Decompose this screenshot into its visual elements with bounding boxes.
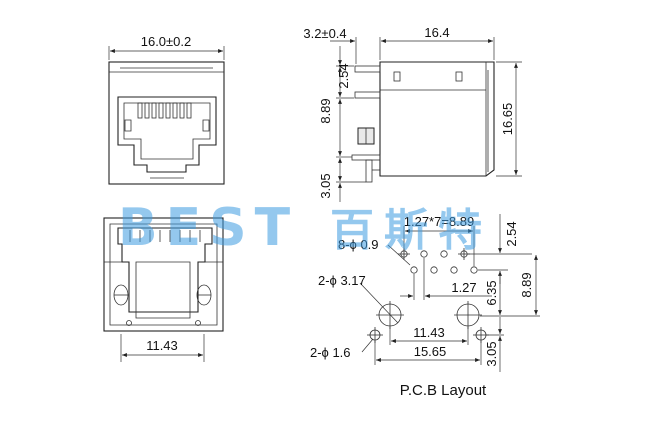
pcb-top-right-label: 2.54 bbox=[504, 221, 519, 246]
side-height-label: 16.65 bbox=[500, 103, 515, 136]
front-width-label: 16.0±0.2 bbox=[141, 34, 192, 49]
side-pin-label: 2.54 bbox=[336, 63, 351, 88]
pcb-bottom-label: 3.05 bbox=[484, 341, 499, 366]
watermark-chinese: 百斯特 bbox=[330, 205, 492, 256]
bottom-width-label: 11.43 bbox=[146, 338, 178, 353]
pcb-peg-hole-label: 2-ϕ 3.17 bbox=[318, 273, 366, 288]
pcb-pin-hole-label: 8-ϕ 0.9 bbox=[338, 237, 379, 252]
pcb-caption: P.C.B Layout bbox=[400, 382, 487, 399]
pcb-row-offset-label: 1.27 bbox=[451, 280, 476, 295]
pcb-peg-span-label: 11.43 bbox=[413, 325, 445, 340]
side-lower-label: 3.05 bbox=[318, 173, 333, 198]
bottom-view: 11.43 bbox=[103, 217, 224, 362]
side-view: 3.2±0.4 16.4 2.54 8.89 3.05 16.65 bbox=[303, 25, 522, 202]
contact-pins bbox=[137, 102, 192, 119]
pcb-mount-hole-label: 2-ϕ 1.6 bbox=[310, 345, 351, 360]
bottom-pin-row bbox=[129, 230, 201, 242]
pcb-pitch-label: 1.27*7=8.89 bbox=[404, 214, 474, 229]
pcb-layout: 1.27*7=8.89 8-ϕ 0.9 1.27 2.54 6.35 8.89 … bbox=[310, 214, 540, 399]
pcb-mount-span-label: 15.65 bbox=[414, 344, 447, 359]
pcb-right-label: 8.89 bbox=[519, 272, 534, 297]
watermark-latin: BEST bbox=[118, 198, 298, 258]
side-upper-label: 8.89 bbox=[318, 98, 333, 123]
watermark-logo: BEST 百斯特 bbox=[118, 198, 492, 258]
side-offset-label: 3.2±0.4 bbox=[303, 26, 346, 41]
pcb-mid-label: 6.35 bbox=[484, 280, 499, 305]
side-length-label: 16.4 bbox=[424, 25, 449, 40]
front-view: 16.0±0.2 bbox=[108, 34, 225, 185]
